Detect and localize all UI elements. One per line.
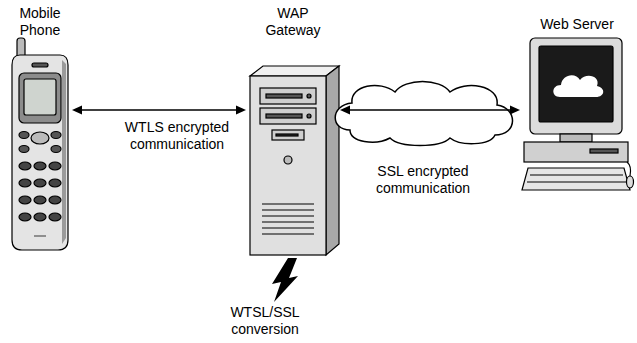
mobile-phone-illustration-part xyxy=(32,63,48,67)
web-server-illustration-part xyxy=(553,75,603,97)
connector-line xyxy=(349,109,511,111)
gateway-server-illustration-part xyxy=(250,76,326,255)
mobile-phone-illustration-part xyxy=(19,146,29,153)
web-server-illustration-part xyxy=(539,46,613,122)
mobile-phone-illustration-part xyxy=(12,55,68,250)
web-server-illustration-part xyxy=(530,174,623,175)
gateway-server-illustration-part xyxy=(262,233,314,234)
mobile-phone-illustration-part xyxy=(49,179,61,187)
arrowhead xyxy=(510,106,520,115)
web-server-illustration-part xyxy=(527,181,626,182)
node-label: Web Server xyxy=(522,16,632,33)
arrowhead xyxy=(72,106,82,115)
gateway-server-illustration-part xyxy=(262,203,314,204)
mobile-phone-illustration-part xyxy=(51,146,61,153)
gateway-server-illustration xyxy=(250,66,339,255)
mobile-phone-illustration-part xyxy=(19,213,31,221)
gateway-node: WAP Gateway xyxy=(246,3,340,257)
web-server-illustration-part xyxy=(524,142,628,162)
phone-node: Mobile Phone xyxy=(8,3,72,253)
server-node: Web Server xyxy=(520,14,634,200)
mobile-phone-illustration-part xyxy=(19,73,61,123)
web-server-illustration-part xyxy=(522,168,630,190)
network-cloud xyxy=(335,82,512,146)
gateway-server-illustration-part xyxy=(326,66,339,255)
mobile-phone-illustration-part xyxy=(19,196,31,204)
mobile-phone-illustration-part xyxy=(19,179,31,187)
gateway-server-illustration-part xyxy=(262,221,314,222)
mobile-phone-illustration-part xyxy=(62,60,66,244)
web-server-illustration-part xyxy=(627,162,631,176)
gateway-server-illustration-part xyxy=(266,94,302,98)
lightning-bolt xyxy=(272,258,298,302)
web-server-illustration-part xyxy=(560,134,592,142)
edge-label-box: WTLS encrypted communication xyxy=(121,119,233,153)
node-label: Mobile Phone xyxy=(10,5,70,39)
mobile-phone-illustration-part xyxy=(34,196,46,204)
web-server-illustration-part xyxy=(530,38,622,134)
web-server-illustration-part xyxy=(627,176,634,188)
web-server-illustration xyxy=(522,38,634,190)
edge-label: WTLS encrypted communication xyxy=(121,119,233,153)
mobile-phone-illustration xyxy=(12,38,68,250)
gateway-server-illustration-part xyxy=(260,108,316,124)
mobile-phone-illustration-part xyxy=(34,235,46,236)
mobile-phone-illustration-part xyxy=(19,132,29,139)
gateway-server-illustration-part xyxy=(262,227,314,228)
gateway-server-illustration-part xyxy=(284,156,292,164)
web-server-illustration-part xyxy=(590,149,618,153)
edge-label-box: SSL encrypted communication xyxy=(367,163,479,197)
arrowhead xyxy=(236,106,246,115)
edge-label: SSL encrypted communication xyxy=(367,163,479,197)
arrowhead xyxy=(340,106,350,115)
gateway-server-illustration-part xyxy=(272,130,304,140)
gateway-server-illustration-part xyxy=(262,215,314,216)
mobile-phone-illustration-part xyxy=(34,213,46,221)
mobile-phone-illustration-part xyxy=(19,162,31,170)
annotation-box: WTSL/SSL conversion xyxy=(223,304,307,338)
node-label: WAP Gateway xyxy=(260,5,326,39)
gateway-server-illustration-part xyxy=(260,88,316,104)
gateway-server-illustration-part xyxy=(307,114,311,118)
gateway-server-illustration-part xyxy=(266,114,302,118)
mobile-phone-illustration-part xyxy=(49,162,61,170)
mobile-phone-illustration-part xyxy=(34,162,46,170)
gateway-server-illustration-part xyxy=(250,66,339,76)
mobile-phone-illustration-part xyxy=(31,132,49,144)
annotation-label: WTSL/SSL conversion xyxy=(223,304,307,338)
gateway-server-illustration-part xyxy=(276,134,298,136)
mobile-phone-illustration-part xyxy=(51,132,61,139)
gateway-server-illustration-part xyxy=(307,94,311,98)
mobile-phone-illustration-part xyxy=(24,79,56,115)
mobile-phone-illustration-part xyxy=(49,213,61,221)
mobile-phone-illustration-part xyxy=(34,179,46,187)
gateway-server-illustration-part xyxy=(262,209,314,210)
connector-line xyxy=(81,109,237,111)
mobile-phone-illustration-part xyxy=(49,196,61,204)
